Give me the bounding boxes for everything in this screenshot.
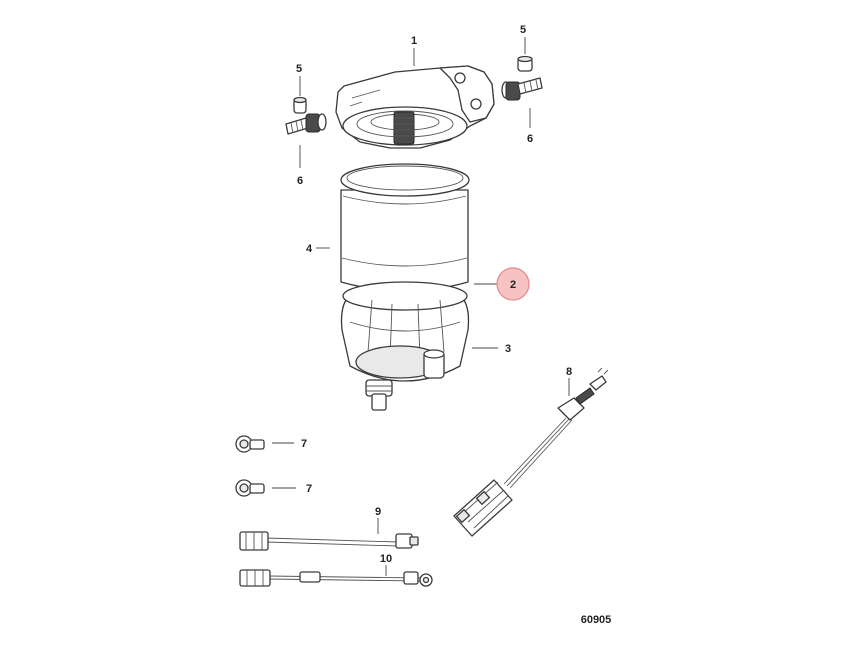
harness-10[interactable] [239,569,433,587]
plug-left[interactable] [293,96,307,114]
callout-8[interactable]: 8 [566,366,572,378]
callout-7-upper[interactable]: 7 [301,438,307,450]
callout-6-right[interactable]: 6 [527,133,533,145]
callout-6-left[interactable]: 6 [297,175,303,187]
callout-highlight-circle[interactable] [496,267,530,301]
plug-right[interactable] [517,55,533,72]
callout-1[interactable]: 1 [411,35,417,47]
harness-9[interactable] [239,531,419,551]
barbed-fitting-right[interactable] [501,77,543,101]
wif-sensor-harness[interactable] [453,367,609,537]
callout-2[interactable]: 2 [510,279,516,291]
callout-5-right[interactable]: 5 [520,24,526,36]
filter-element[interactable] [340,163,470,292]
document-number: 60905 [581,614,612,626]
hose-clamp-lower[interactable] [235,479,265,497]
collection-bowl[interactable] [340,281,470,411]
callout-labels: 1 2 3 4 5 5 6 6 7 7 8 9 10 [296,24,572,565]
filter-head-bracket[interactable] [335,65,495,149]
callout-3[interactable]: 3 [505,343,511,355]
callout-7-lower[interactable]: 7 [306,483,312,495]
leader-lines [272,37,570,576]
callout-4[interactable]: 4 [306,243,313,255]
hose-clamp-upper[interactable] [235,435,265,453]
callout-9[interactable]: 9 [375,506,381,518]
barbed-fitting-left[interactable] [285,113,327,135]
callout-10[interactable]: 10 [380,553,392,565]
callout-5-left[interactable]: 5 [296,63,302,75]
